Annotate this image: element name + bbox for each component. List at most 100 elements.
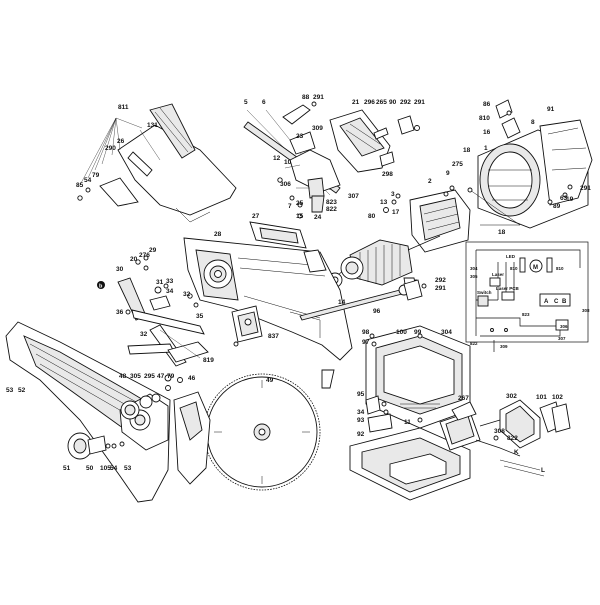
label-292b: 292: [435, 277, 446, 284]
label-823: 823: [326, 199, 337, 206]
part-number-labels: 811 131 26 290 79 54 85 5 6 88 291 23 30…: [6, 94, 591, 472]
label-11: 11: [404, 419, 411, 426]
schematic-307: 307: [558, 336, 566, 341]
label-79: 79: [92, 172, 100, 179]
label-13: 13: [380, 199, 388, 206]
label-265: 265: [376, 99, 387, 106]
label-10: 10: [284, 159, 292, 166]
label-34b: 34: [357, 409, 365, 416]
lower-base: [349, 401, 471, 501]
label-100: 100: [396, 329, 407, 336]
label-822: 822: [326, 206, 337, 213]
base-table: [365, 325, 471, 429]
handle-rail-assembly: [243, 101, 341, 219]
label-811: 811: [118, 104, 129, 111]
label-295: 295: [144, 373, 155, 380]
label-53b: 53: [124, 465, 132, 472]
schematic-810b: 810: [556, 266, 564, 271]
label-305: 305: [130, 373, 141, 380]
label-91: 91: [547, 106, 555, 113]
label-276: 276: [139, 252, 150, 259]
label-291c: 291: [580, 185, 591, 192]
label-27: 27: [252, 213, 260, 220]
label-16: 16: [483, 129, 491, 136]
schematic-309: 309: [500, 344, 508, 349]
schematic-l: L: [541, 467, 545, 474]
label-7: 7: [288, 203, 292, 210]
label-306: 306: [280, 181, 291, 188]
label-309: 309: [312, 125, 323, 132]
label-298: 298: [382, 171, 393, 178]
label-15: 15: [296, 213, 304, 220]
label-102: 102: [552, 394, 563, 401]
label-93: 93: [357, 417, 365, 424]
label-36: 36: [116, 309, 124, 316]
label-20: 20: [130, 256, 138, 263]
label-17: 17: [392, 209, 400, 216]
label-308: 308: [494, 428, 505, 435]
schematic-810a: 810: [510, 266, 518, 271]
label-95: 95: [357, 391, 365, 398]
label-9: 9: [446, 170, 450, 177]
label-34: 34: [166, 288, 174, 295]
handle-part-21: [329, 109, 420, 173]
label-63: 63: [560, 195, 568, 202]
label-291: 291: [313, 94, 324, 101]
label-1: 1: [484, 145, 488, 152]
schematic-b: B: [562, 299, 567, 305]
label-92: 92: [357, 431, 365, 438]
label-80: 80: [368, 213, 376, 220]
label-54b: 54: [110, 465, 118, 472]
label-88: 88: [302, 94, 310, 101]
label-21: 21: [352, 99, 360, 106]
label-819: 819: [203, 357, 214, 364]
schematic-c: C: [554, 299, 559, 305]
fence-extension: [5, 321, 211, 503]
schematic-switch: Switch: [477, 290, 492, 295]
schematic-labels: M 810 810 LED Laser Laser PCB Switch A C…: [470, 254, 590, 474]
label-5: 5: [244, 99, 248, 106]
label-19: 19: [566, 196, 574, 203]
label-101: 101: [536, 394, 547, 401]
label-48: 48: [119, 373, 127, 380]
label-291d: 291: [435, 285, 446, 292]
saw-blade: [203, 373, 321, 491]
switch-assembly: [439, 399, 571, 477]
label-2: 2: [428, 178, 432, 185]
label-131: 131: [147, 122, 158, 129]
label-90: 90: [389, 99, 397, 106]
schematic-822: 822: [470, 341, 478, 346]
label-99: 99: [414, 329, 422, 336]
schematic-a: A: [544, 299, 549, 305]
schematic-308: 308: [582, 308, 590, 313]
label-307: 307: [348, 193, 359, 200]
gear-housing-28: [183, 221, 353, 389]
label-28: 28: [214, 231, 222, 238]
label-51: 51: [63, 465, 71, 472]
label-304: 304: [441, 329, 452, 336]
stator: [409, 185, 473, 253]
lever-parts: [117, 255, 209, 383]
shaft-96: [299, 279, 427, 321]
label-46: 46: [188, 375, 196, 382]
label-85: 85: [76, 182, 84, 189]
label-32a: 32: [183, 291, 191, 298]
label-89: 89: [553, 203, 561, 210]
callout-b-marker: [97, 281, 105, 289]
label-50: 50: [86, 465, 94, 472]
motor-housing: [469, 99, 593, 229]
label-54: 54: [84, 177, 92, 184]
label-29: 29: [149, 247, 157, 254]
schematic-305: 305: [470, 274, 478, 279]
label-96: 96: [373, 308, 381, 315]
bracket-837: [231, 305, 263, 347]
label-53: 53: [6, 387, 14, 394]
schematic-laser-pcb: Laser PCB: [496, 286, 520, 291]
label-23: 23: [296, 133, 304, 140]
label-837: 837: [268, 333, 279, 340]
label-33: 33: [166, 278, 174, 285]
label-296: 296: [364, 99, 375, 106]
label-31: 31: [156, 279, 164, 286]
